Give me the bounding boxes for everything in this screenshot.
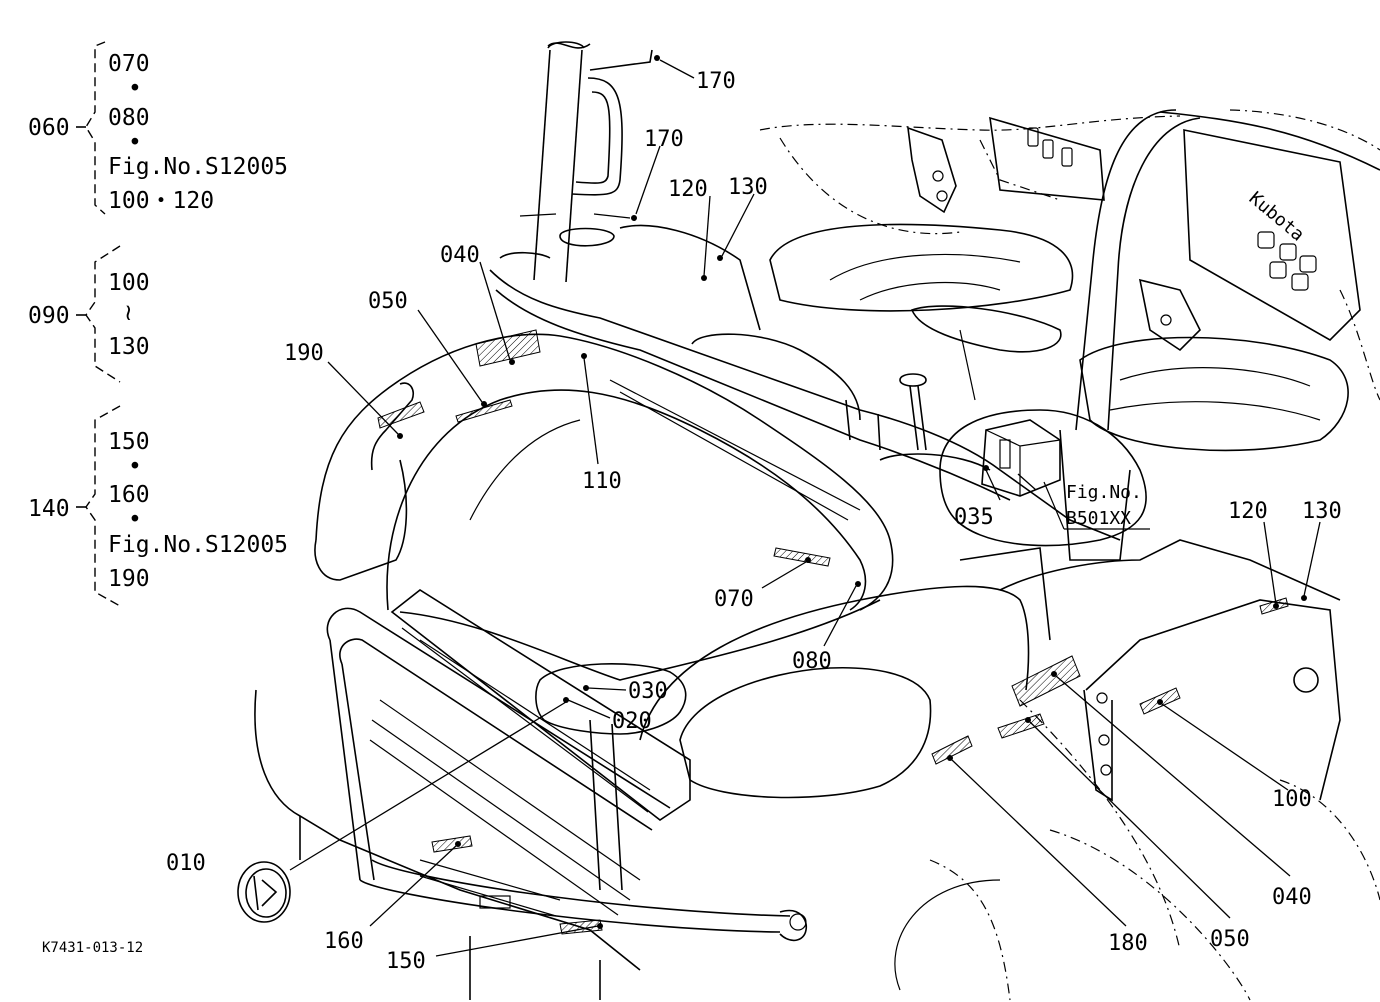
callout-020: 020: [612, 709, 652, 734]
fig-ref-line1: Fig.No.: [1066, 482, 1142, 503]
callout-050-right: 050: [1210, 927, 1250, 952]
group-060-line-1: •: [128, 76, 142, 102]
callout-080: 080: [792, 649, 832, 674]
callout-030: 030: [628, 679, 668, 704]
group-bracket-060: 060 070 • 080 • Fig.No.S12005 100・120: [28, 41, 288, 215]
leader-lines: [289, 55, 1321, 957]
callout-120-left: 120: [668, 177, 708, 202]
callout-130-left: 130: [728, 175, 768, 200]
group-140-line-3: •: [128, 507, 142, 533]
group-060-line-3: •: [128, 130, 142, 156]
callout-170-lower: 170: [644, 127, 684, 152]
kubota-seat-logo: Kubota: [1245, 188, 1308, 246]
group-140-line-5: 190: [108, 566, 150, 592]
group-140-line-0: 150: [108, 429, 150, 455]
decal-patches: [377, 329, 1289, 935]
callout-170-top: 170: [696, 69, 736, 94]
group-060-line-0: 070: [108, 51, 150, 77]
callout-035: 035: [954, 505, 994, 530]
callout-100: 100: [1272, 787, 1312, 812]
callout-050-left: 050: [368, 289, 408, 314]
callout-180: 180: [1108, 931, 1148, 956]
vehicle-line-art: Kubota: [237, 41, 1380, 1001]
group-id-090: 090: [28, 303, 70, 329]
callout-160: 160: [324, 929, 364, 954]
group-060-line-5: 100・120: [108, 188, 214, 214]
group-bracket-090: 090 100 ≀ 130: [28, 245, 150, 383]
callout-150: 150: [386, 949, 426, 974]
group-060-line-4: Fig.No.S12005: [108, 154, 288, 180]
callout-010: 010: [166, 851, 206, 876]
callout-110: 110: [582, 469, 622, 494]
fig-reference: Fig.No. B501XX: [1043, 481, 1150, 530]
group-090-line-2: 130: [108, 334, 150, 360]
callout-070: 070: [714, 587, 754, 612]
group-140-line-1: •: [128, 454, 142, 480]
fig-ref-line2: B501XX: [1066, 508, 1131, 529]
group-id-060: 060: [28, 115, 70, 141]
callout-130-right: 130: [1302, 499, 1342, 524]
callout-120-right: 120: [1228, 499, 1268, 524]
group-060-line-2: 080: [108, 105, 150, 131]
callout-labels: 170 170 120 130 040 050 190 110 035 120 …: [166, 69, 1342, 974]
group-090-line-0: 100: [108, 270, 150, 296]
group-id-140: 140: [28, 496, 70, 522]
callout-040-right: 040: [1272, 885, 1312, 910]
group-140-line-2: 160: [108, 482, 150, 508]
callout-040-left: 040: [440, 243, 480, 268]
group-090-line-1: ≀: [124, 300, 133, 326]
group-140-line-4: Fig.No.S12005: [108, 532, 288, 558]
figure-code: K7431-013-12: [42, 940, 143, 956]
callout-190: 190: [284, 341, 324, 366]
group-bracket-140: 140 150 • 160 • Fig.No.S12005 190: [28, 405, 288, 607]
